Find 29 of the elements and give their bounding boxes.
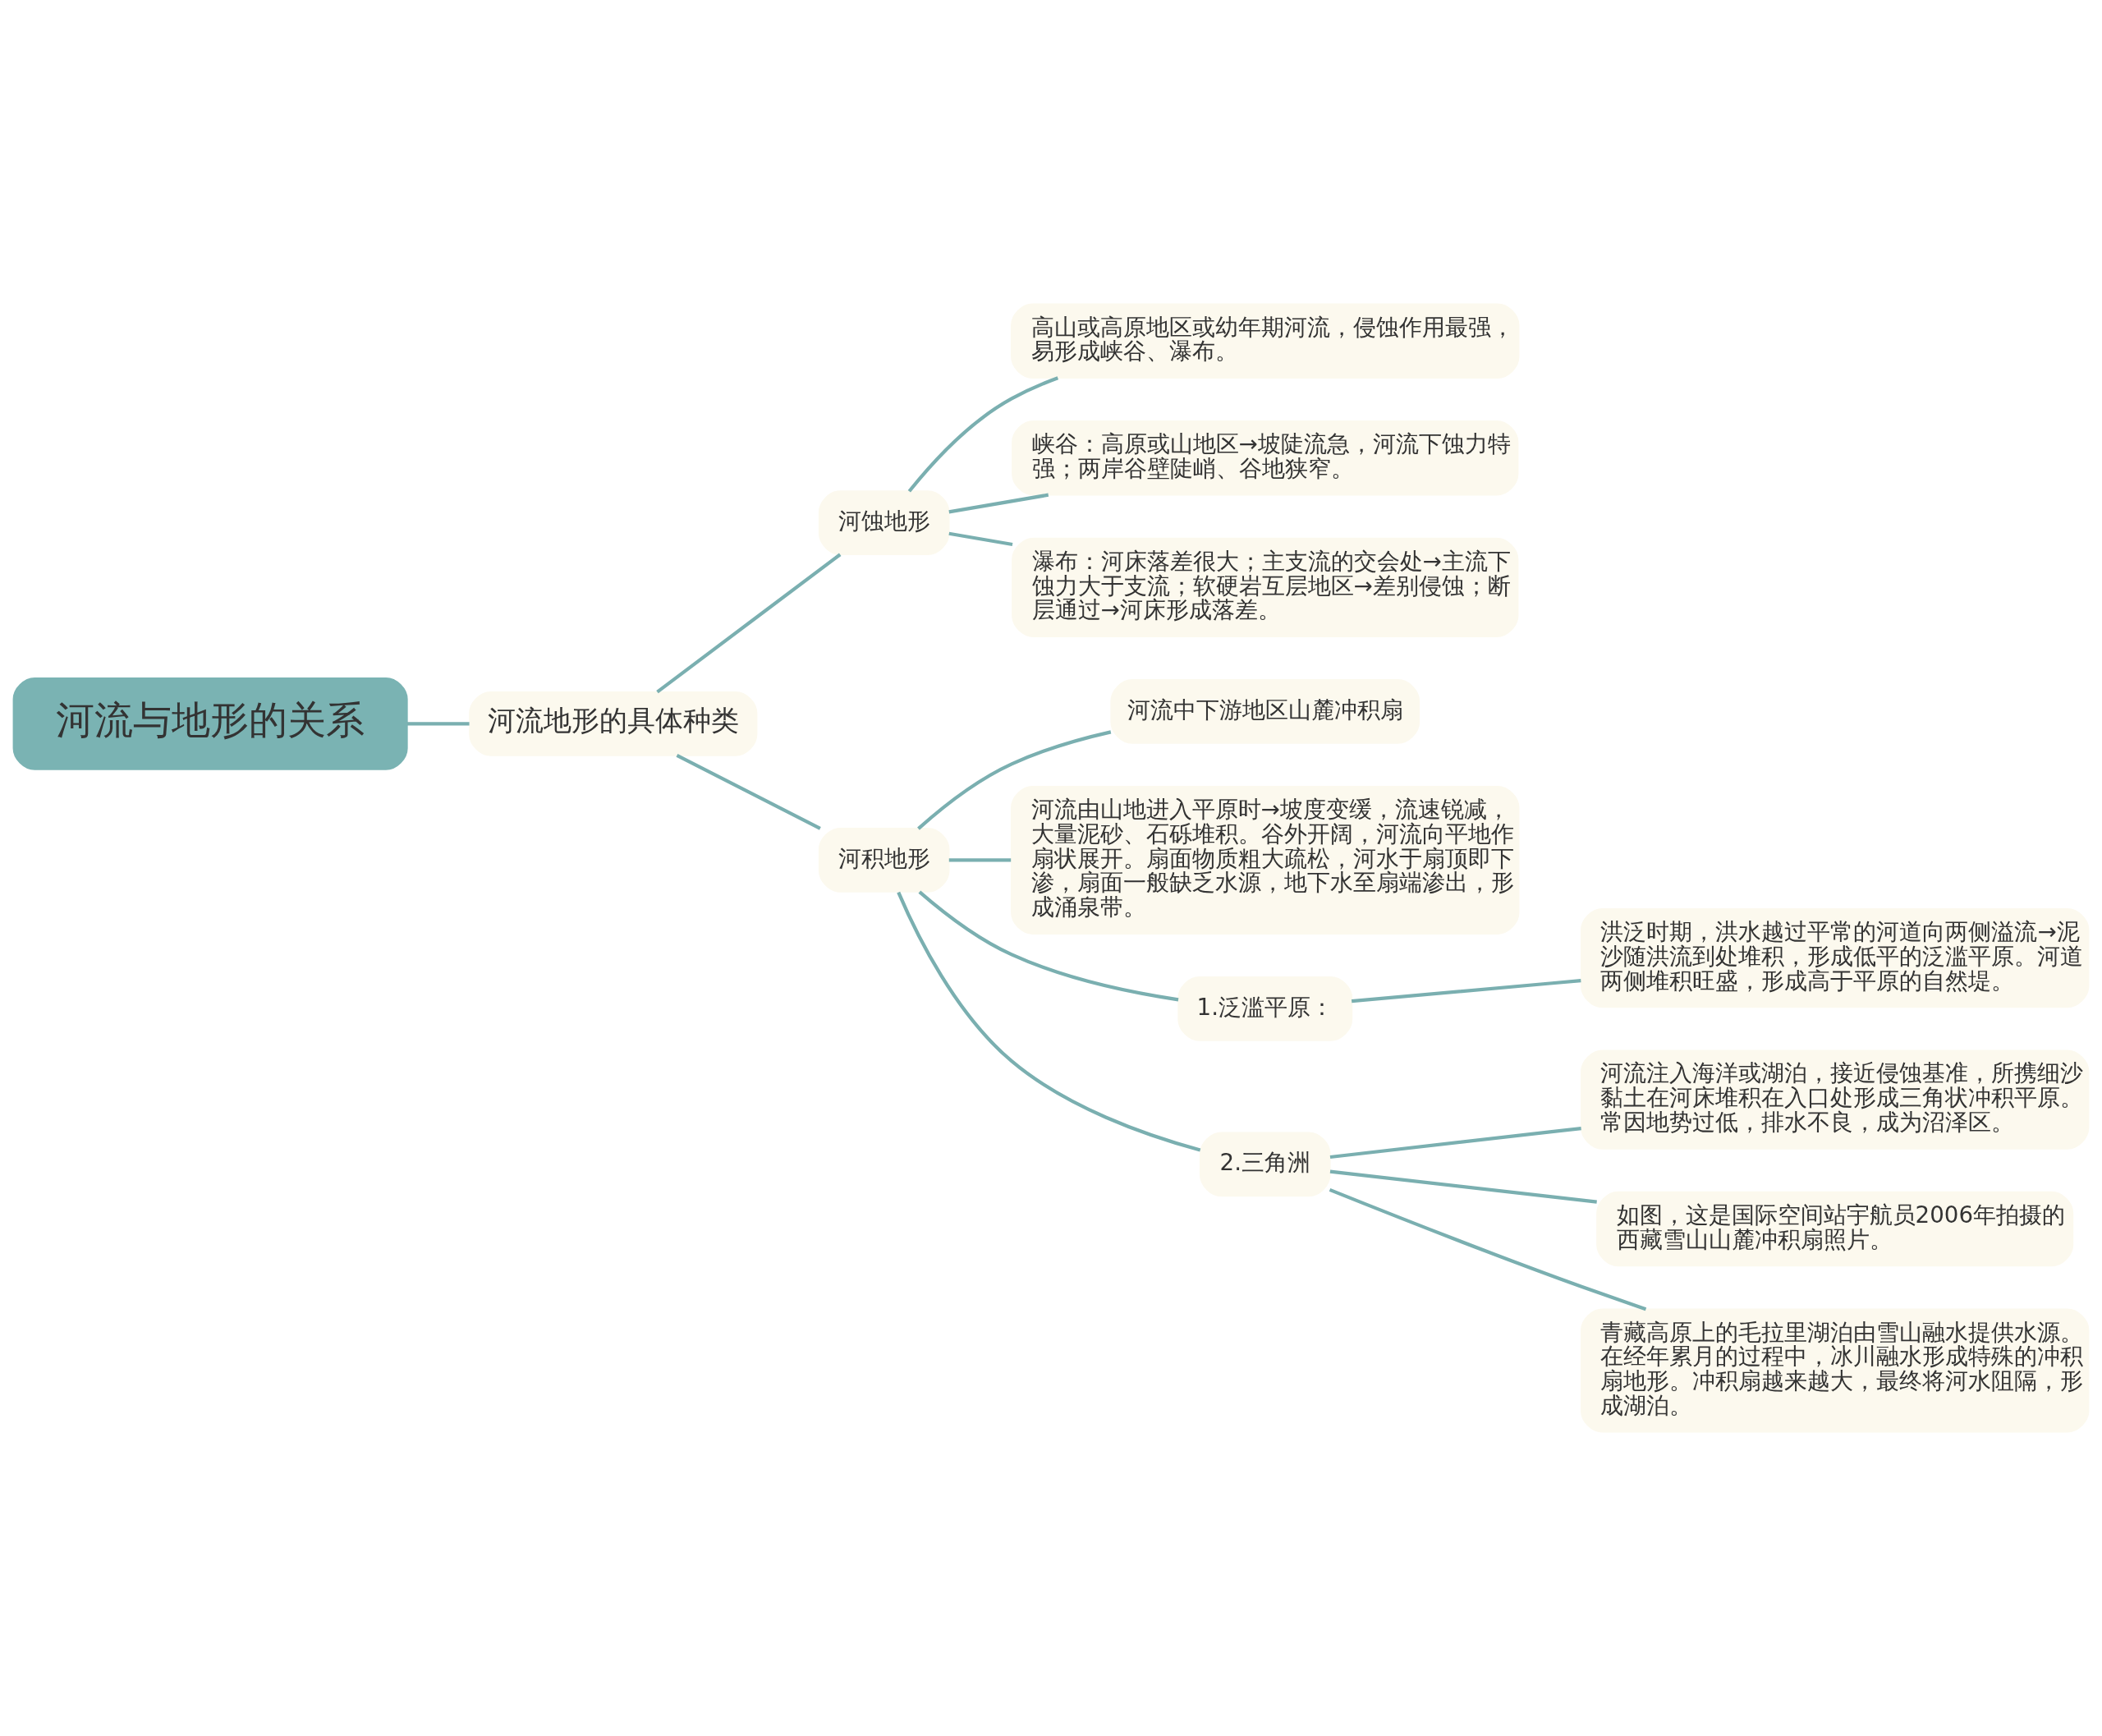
connector: [948, 493, 1049, 514]
connector: [897, 891, 1201, 1152]
node-box: 河流地形的具体种类: [469, 691, 758, 756]
node-box: 河蚀地形: [818, 490, 950, 555]
connector: [948, 531, 1013, 547]
node-box: 河流中下游地区山麓冲积扇: [1110, 679, 1420, 744]
node-box: 峡谷：高原或山地区→坡陡流急，河流下蚀力特强；两岸谷壁陡峭、谷地狭窄。: [1012, 420, 1519, 496]
node-box: 如图，这是国际空间站宇航员2006年拍摄的西藏雪山山麓冲积扇照片。: [1596, 1191, 2074, 1267]
node-box: 河流与地形的关系: [12, 677, 408, 770]
connector: [917, 730, 1112, 830]
node-box: 河流由山地进入平原时→坡度变缓，流速锐减，大量泥砂、石砾堆积。谷外开阔，河流向平地作扇状展开。扇面物质粗大疏松，河水于扇顶即下渗，扇面一般缺乏水源，地下水至扇端渗出，形成涌泉带。: [1011, 785, 1520, 935]
connector: [948, 858, 1012, 862]
connector: [1329, 1169, 1597, 1204]
connector: [406, 722, 470, 726]
node-box: 1.泛滥平原：: [1177, 976, 1353, 1041]
node-box: 河流注入海洋或湖泊，接近侵蚀基准，所携细沙黏土在河床堆积在入口处形成三角状冲积平原。常因地势过低，排水不良，成为沼泽区。: [1580, 1049, 2090, 1150]
connector: [1351, 979, 1581, 1003]
node-box: 河积地形: [818, 828, 950, 893]
connector: [907, 376, 1059, 493]
node-box: 青藏高原上的毛拉里湖泊由雪山融水提供水源。在经年累月的过程中，冰川融水形成特殊的冲积扇地形。冲积扇越来越大，最终将河水阻隔，形成湖泊。: [1580, 1308, 2090, 1433]
node-box: 洪泛时期，洪水越过平常的河道向两侧溢流→泥沙随洪流到处堆积，形成低平的泛滥平原。河道两侧堆积旺盛，形成高于平原的自然堤。: [1580, 907, 2090, 1008]
node-box: 瀑布：河床落差很大；主支流的交会处→主流下蚀力大于支流；软硬岩互层地区→差别侵蚀；断层通过→河床形成落差。: [1012, 537, 1519, 638]
connector: [918, 890, 1179, 1002]
connector: [656, 553, 842, 694]
node-box: 2.三角洲: [1199, 1132, 1331, 1197]
connector: [676, 754, 821, 830]
node-box: 高山或高原地区或幼年期河流，侵蚀作用最强，易形成峡谷、瀑布。: [1011, 303, 1520, 379]
connector: [1329, 1187, 1647, 1311]
connector: [1329, 1127, 1581, 1160]
